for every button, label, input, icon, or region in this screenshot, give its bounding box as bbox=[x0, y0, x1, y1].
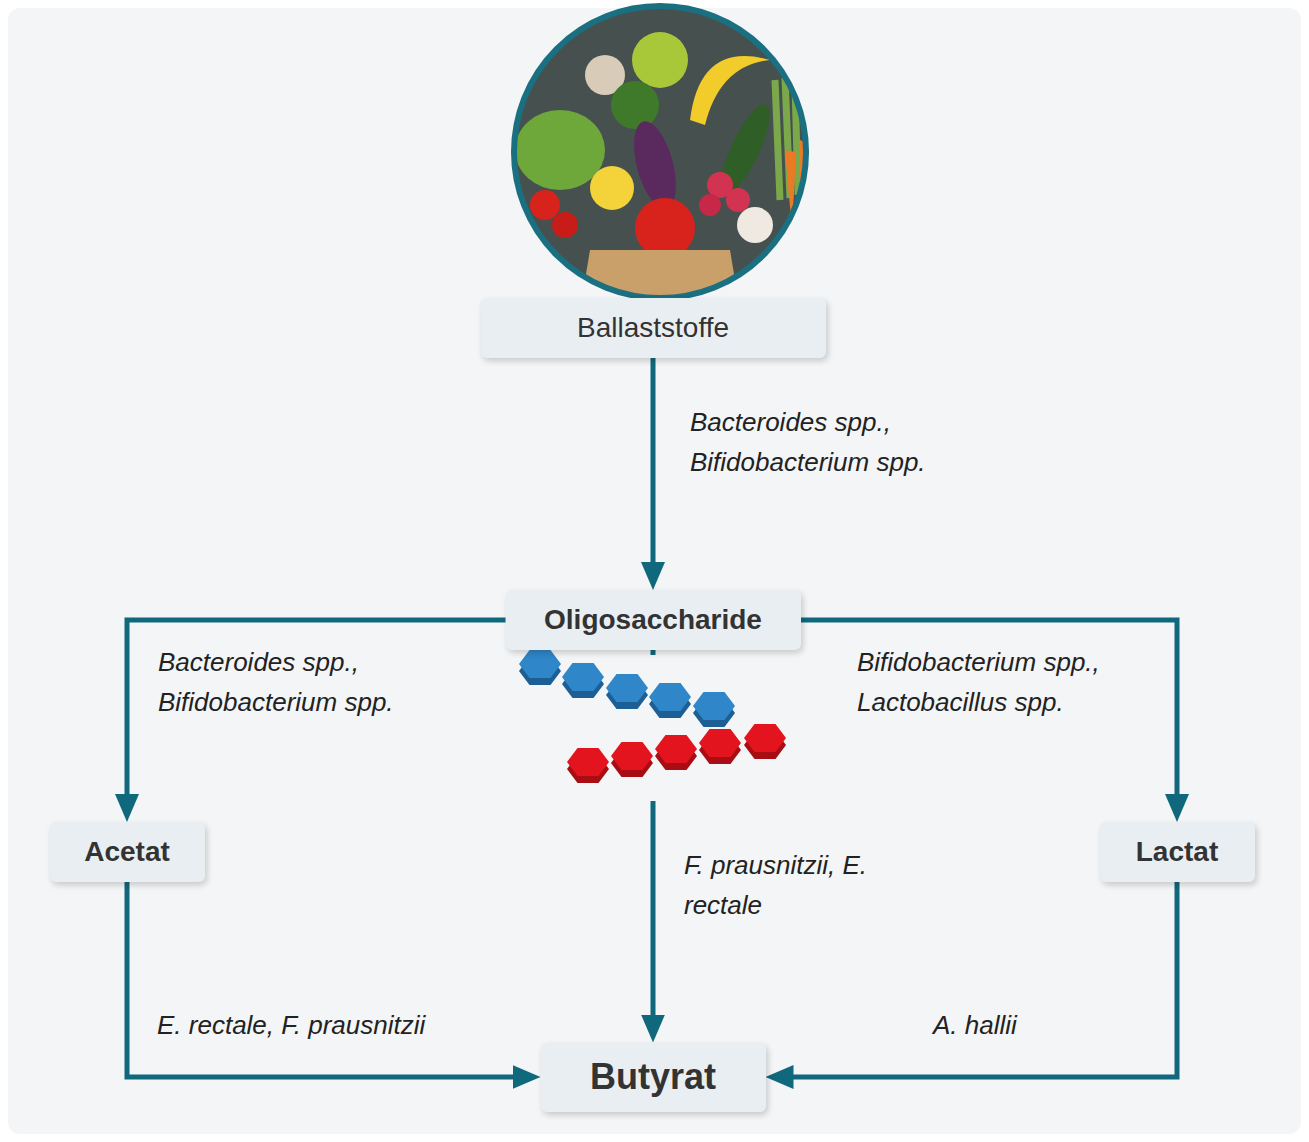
process-box: Butyrat bbox=[541, 1043, 766, 1112]
process-box: Lactat bbox=[1100, 822, 1255, 882]
process-box: Ballaststoffe bbox=[481, 298, 826, 358]
edge-label: Bacteroides spp., Bifidobacterium spp. bbox=[158, 642, 438, 722]
photo-ring bbox=[514, 6, 806, 298]
flow-arrow bbox=[786, 882, 1178, 1077]
node-label: Lactat bbox=[1136, 836, 1218, 868]
edge-label: A. hallii bbox=[933, 1005, 1017, 1045]
node-label: Acetat bbox=[84, 836, 170, 868]
flow-arrow bbox=[801, 620, 1178, 802]
flow-arrow bbox=[127, 882, 521, 1077]
edge-label: Bacteroides spp., Bifidobacterium spp. bbox=[690, 402, 970, 482]
flow-arrow bbox=[127, 620, 506, 802]
edge-label: F. prausnitzii, E. rectale bbox=[684, 845, 884, 925]
process-box: Oligosaccharide bbox=[506, 590, 801, 650]
oligosaccharide-chain bbox=[519, 650, 735, 727]
food-photo bbox=[510, 2, 812, 310]
node-label: Oligosaccharide bbox=[544, 604, 762, 636]
flow-arrow bbox=[651, 358, 656, 570]
node-label: Ballaststoffe bbox=[577, 312, 729, 344]
oligosaccharide-chain bbox=[567, 724, 786, 783]
edge-label: E. rectale, F. prausnitzii bbox=[157, 1005, 425, 1045]
node-label: Butyrat bbox=[590, 1056, 716, 1098]
edge-label: Bifidobacterium spp., Lactobacillus spp. bbox=[857, 642, 1137, 722]
process-box: Acetat bbox=[50, 822, 205, 882]
